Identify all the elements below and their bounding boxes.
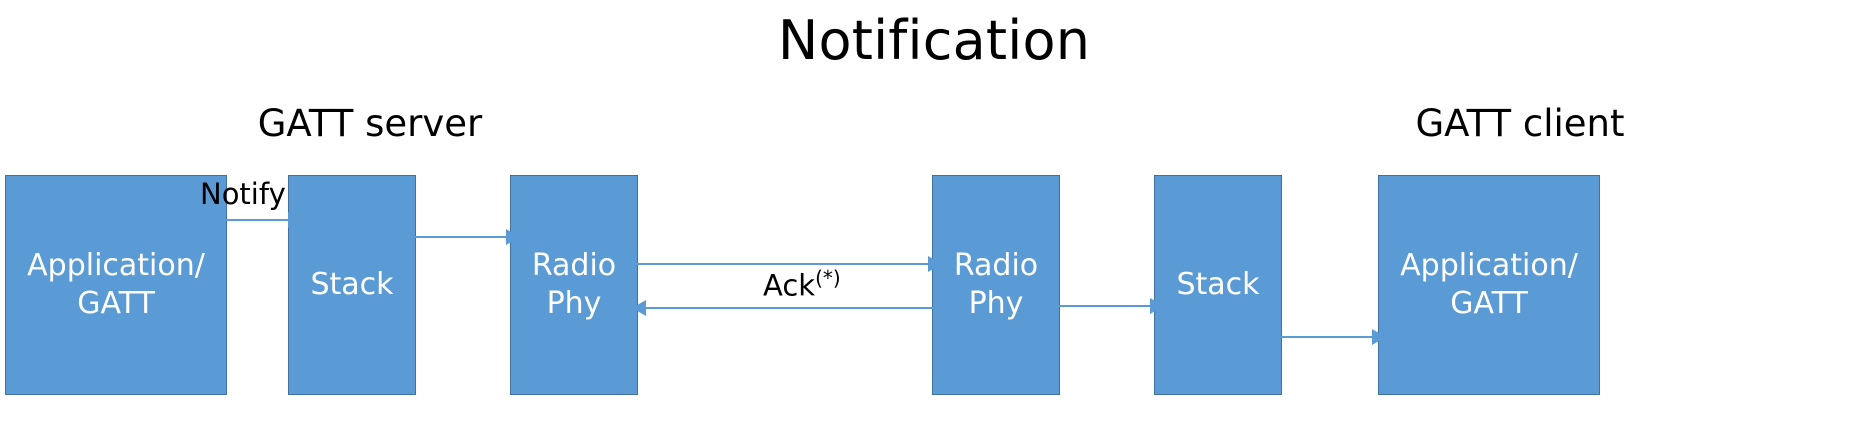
node-radio-phy-server: Radio Phy bbox=[510, 175, 638, 395]
node-application-gatt-server: Application/ GATT bbox=[5, 175, 227, 395]
node-radio-phy-client: Radio Phy bbox=[932, 175, 1060, 395]
node-stack-server: Stack bbox=[288, 175, 416, 395]
group-label-gatt-client: GATT client bbox=[1415, 102, 1625, 145]
arrow-stack-to-phy-right-icon bbox=[410, 225, 520, 249]
edge-label-ack: Ack(*) bbox=[763, 268, 841, 303]
node-stack-client: Stack bbox=[1154, 175, 1282, 395]
page-title: Notification bbox=[777, 9, 1091, 72]
arrow-stack-to-application-right-icon bbox=[1276, 325, 1386, 349]
node-application-gatt-client: Application/ GATT bbox=[1378, 175, 1600, 395]
edge-label-ack-superscript: (*) bbox=[815, 266, 841, 290]
edge-label-ack-base: Ack bbox=[763, 268, 816, 303]
arrow-phy-to-stack-right-icon bbox=[1054, 294, 1164, 318]
edge-label-notify: Notify bbox=[200, 177, 286, 211]
group-label-gatt-server: GATT server bbox=[257, 102, 483, 145]
